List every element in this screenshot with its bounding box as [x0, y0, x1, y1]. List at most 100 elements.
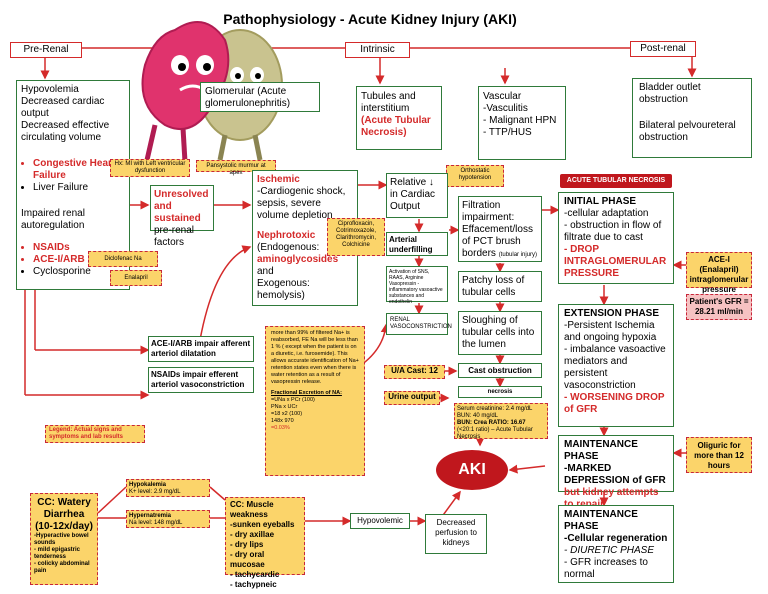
- extension-l1: -Persistent Ischemia and ongoing hypoxia: [564, 320, 657, 343]
- relative-cardiac-output-box: Relative ↓ in Cardiac Output: [386, 173, 448, 218]
- sloughing-box: Sloughing of tubular cells into the lume…: [458, 311, 542, 355]
- muscle-title: CC: Muscle weakness: [230, 500, 274, 519]
- hypernatremia-value: Na level: 148 mg/dL: [129, 520, 183, 526]
- hypernatremia-title: Hypernatremia: [129, 513, 172, 519]
- tubules-text: Tubules and interstitium: [361, 91, 416, 114]
- nsaids-item: NSAIDs: [33, 242, 125, 254]
- impaired-autoregulation: Impaired renal autoregulation: [21, 208, 85, 231]
- cast-obstruction-box: Cast obstruction: [458, 363, 542, 378]
- gfr-note: Patient's GFR = 28.21 ml/min: [686, 294, 752, 320]
- muscle-item: - dry lips: [230, 540, 264, 549]
- legend-box: Legend: Actual signs and symptoms and la…: [45, 425, 145, 443]
- lab-bun: BUN: 40 mg/dL: [457, 413, 499, 419]
- initial-l1: -cellular adaptation: [564, 208, 649, 219]
- muscle-weakness-box: CC: Muscle weakness -sunken eyeballs - d…: [225, 497, 305, 589]
- initial-phase-box: INITIAL PHASE -cellular adaptation - obs…: [558, 192, 674, 284]
- nephrotoxic-title: Nephrotoxic: [257, 230, 316, 241]
- cc-diarrhea-item: - mild epigastric tenderness: [34, 547, 81, 560]
- hypernatremia-box: Hypernatremia Na level: 148 mg/dL: [126, 510, 210, 528]
- initial-title: INITIAL PHASE: [564, 196, 637, 207]
- nephrotoxic-exogenous: Exogenous: hemolysis): [257, 278, 310, 301]
- cyclosporine-item: Cyclosporine: [33, 266, 125, 278]
- nephrotoxic-and: and: [257, 266, 274, 277]
- maintenance-phase-box: MAINTENANCE PHASE -MARKED DEPRESSION of …: [558, 435, 674, 510]
- antibiotics-note: Ciprofloxacin, Cotrimoxazole, Clarithrom…: [327, 218, 385, 256]
- glomerular-box: Glomerular (Acute glomerulonephritis): [200, 82, 320, 112]
- post-renal-header: Post-renal: [630, 41, 696, 57]
- legend-text: Legend: Actual signs and symptoms and la…: [49, 427, 124, 440]
- maintenance2-title: MAINTENANCE PHASE: [564, 509, 638, 532]
- filtration-text: Filtration impairment: Effacement/loss o…: [462, 200, 533, 259]
- initial-l2: - obstruction in flow of filtrate due to…: [564, 220, 662, 243]
- muscle-item: - tachycardic: [230, 570, 280, 579]
- fena-line: =18 x2 (100): [271, 411, 303, 417]
- ua-cast-note: U/A Cast: 12: [384, 365, 445, 379]
- hx-mi-note: Hx: MI with Left ventricular dysfunction: [110, 159, 190, 177]
- filtration-box: Filtration impairment: Effacement/loss o…: [458, 196, 542, 262]
- maintenance-phase-box-2: MAINTENANCE PHASE -Cellular regeneration…: [558, 505, 674, 583]
- congestive-heart-failure: Congestive Heart Failure: [33, 158, 125, 182]
- aminoglycosides: aminoglycosides: [257, 254, 339, 265]
- acei-enalapril-note: ACE-I (Enalapril) intraglomerular pressu…: [686, 252, 752, 294]
- cc-diarrhea-item: - colicky abdominal pain: [34, 561, 90, 574]
- aki-node: AKI: [436, 450, 508, 490]
- lab-ratio-note: (<20:1 ratio) – Acute Tubular Necrosis: [457, 427, 533, 440]
- fena-line: PNa x UCr: [271, 404, 298, 410]
- unresolved-box: Unresolved and sustained pre-renal facto…: [150, 185, 214, 248]
- muscle-item: - dry axillae: [230, 530, 275, 539]
- vascular-box: Vascular -Vasculitis - Malignant HPN - T…: [478, 86, 566, 160]
- tubules-box: Tubules and interstitium (Acute Tubular …: [356, 86, 442, 150]
- hypokalemia-box: Hypokalemia K+ level: 2.9 mg/dL: [126, 479, 210, 497]
- renal-vasoconstriction-box: RENAL VASOCONSTRICTION: [386, 313, 452, 335]
- activation-box: Activation of SNS, RAAS, Arginine Vasopr…: [386, 266, 448, 305]
- bladder-obstruction: Bladder outlet obstruction: [639, 82, 701, 105]
- pansystolic-note: Pansystolic murmur at apex: [196, 160, 276, 176]
- maintenance2-l1: -Cellular regeneration: [564, 533, 668, 544]
- oliguric-note: Oliguric for more than 12 hours: [686, 437, 752, 473]
- fena-line: 148x 970: [271, 418, 294, 424]
- cc-diarrhea-item: -Hyperactive bowel sounds: [34, 533, 89, 546]
- cc-diarrhea-title: CC: Watery Diarrhea (10-12x/day): [35, 497, 93, 532]
- fena-box: more than 99% of filtered Na+ is reabsor…: [265, 326, 365, 476]
- filtration-small: (tubular injury): [498, 252, 538, 258]
- lab-creatinine: Serum creatinine: 2.4 mg/dL: [457, 406, 533, 412]
- nephrotoxic-endogenous: (Endogenous:: [257, 242, 320, 253]
- muscle-item: - tachypneic: [230, 580, 277, 589]
- pelvoureteral-obstruction: Bilateral pelvoureteral obstruction: [639, 120, 736, 143]
- extension-phase-box: EXTENSION PHASE -Persistent Ischemia and…: [558, 304, 674, 427]
- gfr-text: Patient's GFR = 28.21 ml/min: [689, 297, 749, 316]
- post-renal-box: Bladder outlet obstruction Bilateral pel…: [632, 78, 752, 158]
- muscle-item: - dry oral mucosae: [230, 550, 265, 569]
- maintenance2-l2: - DIURETIC PHASE: [564, 545, 655, 556]
- atn-header: ACUTE TUBULAR NECROSIS: [560, 174, 672, 188]
- urine-output-note: Urine output: [384, 391, 440, 405]
- unresolved-red: Unresolved and sustained: [154, 189, 209, 224]
- maintenance2-l3: - GFR increases to normal: [564, 557, 648, 580]
- diclofenac-note: Diclofenac Na: [88, 251, 158, 267]
- hypokalemia-value: K+ level: 2.9 mg/dL: [129, 489, 181, 495]
- pre-renal-header: Pre-Renal: [10, 42, 82, 58]
- necrosis-box: necrosis: [458, 386, 542, 398]
- liver-failure: Liver Failure: [33, 182, 125, 194]
- extension-title: EXTENSION PHASE: [564, 308, 660, 319]
- patchy-loss-box: Patchy loss of tubular cells: [458, 271, 542, 302]
- decreased-perfusion-box: Decreased perfusion to kidneys: [425, 514, 487, 554]
- cc-diarrhea-box: CC: Watery Diarrhea (10-12x/day) -Hypera…: [30, 493, 98, 585]
- fena-title: Fractional Excretion of NA:: [271, 390, 342, 396]
- fena-text: more than 99% of filtered Na+ is reabsor…: [271, 330, 359, 385]
- pre-renal-causes: Hypovolemia Decreased cardiac output Dec…: [21, 84, 110, 143]
- maintenance1-l1: -MARKED DEPRESSION of GFR: [564, 463, 666, 486]
- hypokalemia-title: Hypokalemia: [129, 482, 167, 488]
- ischemic-text: -Cardiogenic shock, sepsis, severe volum…: [257, 186, 346, 221]
- ischemic-title: Ischemic: [257, 174, 300, 185]
- hypovolemic-box: Hypovolemic: [350, 513, 410, 529]
- initial-l3: - DROP INTRAGLOMERULAR PRESSURE: [564, 244, 667, 279]
- page-title: Pathophysiology - Acute Kidney Injury (A…: [223, 11, 517, 27]
- atn-text: (Acute Tubular Necrosis): [361, 115, 431, 138]
- muscle-item: -sunken eyeballs: [230, 520, 295, 529]
- orthostatic-note: Orthostatic hypotension: [446, 165, 504, 187]
- intrinsic-header: Intrinsic: [345, 42, 410, 58]
- maintenance1-title: MAINTENANCE PHASE: [564, 439, 638, 462]
- fena-result: =0.03%: [271, 425, 290, 431]
